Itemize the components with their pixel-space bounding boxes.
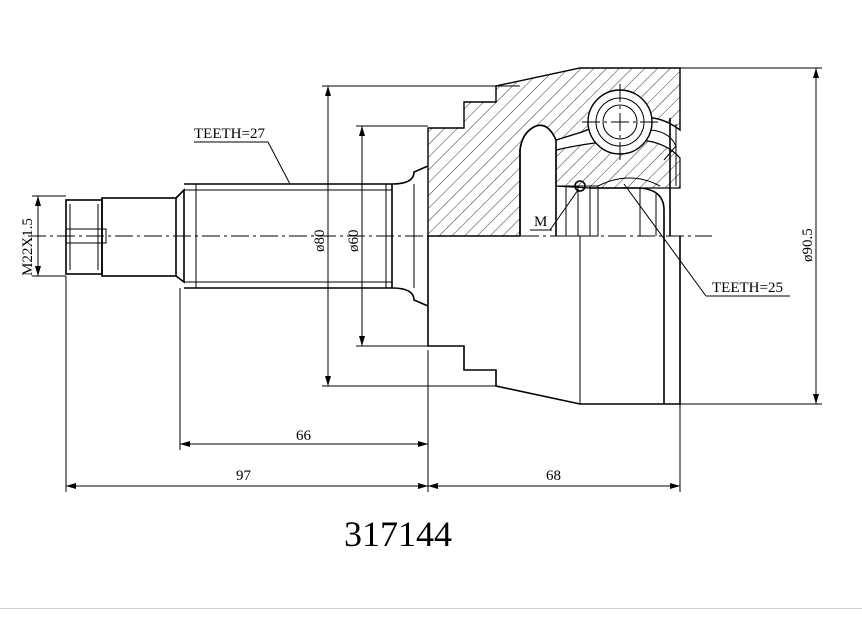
- dim-66-text: 66: [296, 428, 312, 444]
- bearing-ball: [582, 84, 658, 160]
- dim-d60: [356, 125, 428, 347]
- dim-68: [428, 404, 681, 492]
- dim-d60-text: ø60: [346, 230, 362, 253]
- dim-thread-text: M22X1.5: [20, 218, 36, 276]
- dim-68-text: 68: [546, 468, 561, 484]
- marker-m-label: M: [534, 214, 547, 230]
- dim-97: [65, 276, 429, 492]
- callout-outer-teeth: [194, 141, 291, 185]
- callout-inner-teeth-text: TEETH=25: [712, 280, 783, 296]
- part-number: 317144: [344, 514, 452, 554]
- callout-outer-teeth-text: TEETH=27: [194, 126, 265, 142]
- dim-d90-5: [680, 67, 822, 405]
- marker-m: [530, 180, 586, 231]
- bottom-rule: [0, 608, 862, 609]
- dim-d80: [322, 85, 520, 387]
- dim-d80-text: ø80: [312, 230, 328, 253]
- dim-66: [179, 288, 429, 450]
- dim-d90-5-text: ø90.5: [800, 228, 816, 262]
- threaded-stub: [65, 188, 185, 284]
- dim-97-text: 97: [236, 468, 252, 484]
- dim-thread: [32, 195, 66, 277]
- callout-inner-teeth: [623, 183, 790, 297]
- splined-shaft: [184, 165, 429, 307]
